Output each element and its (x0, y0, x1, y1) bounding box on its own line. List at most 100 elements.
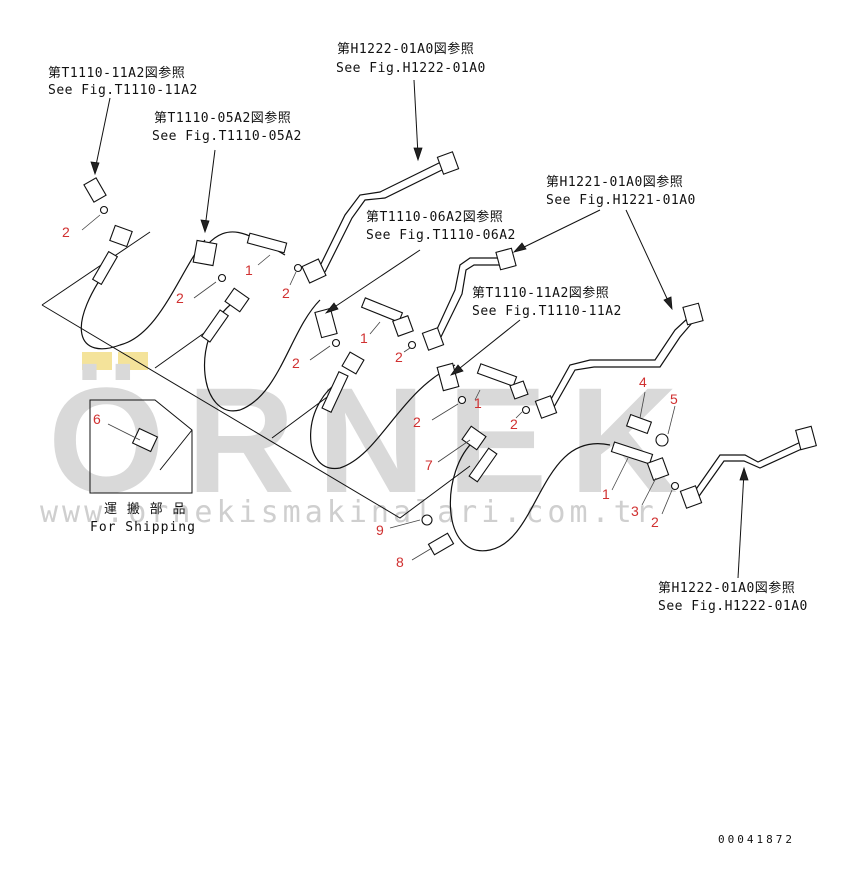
ref-5-en: See Fig.H1221-01A0 (546, 193, 696, 208)
shipping-label-en: For Shipping (90, 520, 196, 535)
o-rings (99, 205, 680, 491)
fitting-3 (301, 258, 327, 284)
ref-6-en: See Fig.T1110-11A2 (472, 304, 622, 319)
leader-1a (257, 254, 271, 266)
o-ring-3 (293, 263, 303, 273)
o-ring-2 (217, 273, 227, 283)
ref-arrow-6 (454, 319, 521, 373)
tube-right-b (549, 322, 693, 415)
callout-1b: 1 (360, 330, 368, 346)
hose-sleeve-3 (200, 309, 230, 343)
leader-1d (611, 457, 629, 491)
ref-arrowhead-6 (449, 364, 464, 376)
fitting-17 (646, 457, 670, 481)
fitting-19 (795, 425, 817, 451)
ref-arrowhead-2 (200, 219, 210, 234)
ref-1-en: See Fig.T1110-11A2 (48, 83, 198, 98)
fitting-4 (436, 151, 460, 175)
callout-2b: 2 (176, 290, 184, 306)
callout-2e: 2 (395, 349, 403, 365)
ref-1-jp: 第T1110-11A2図参照 (48, 65, 185, 81)
leader-8 (411, 547, 433, 561)
fitting-2 (109, 224, 133, 248)
bracket-1 (192, 239, 218, 267)
leader-2c (289, 271, 297, 286)
leader-2e (403, 347, 411, 353)
ref-2-jp: 第T1110-05A2図参照 (154, 110, 291, 126)
leader-9 (389, 519, 421, 529)
frame-line-top (41, 231, 151, 306)
ref-4-jp: 第T1110-06A2図参照 (366, 209, 503, 225)
callout-2a: 2 (62, 224, 70, 240)
hose-3 (203, 299, 321, 412)
leader-4 (639, 391, 646, 419)
callout-1c: 1 (474, 395, 482, 411)
hose-4 (310, 364, 456, 469)
leader-2a (81, 214, 101, 231)
fitting-8 (421, 327, 445, 351)
hoses (80, 159, 807, 552)
ref-arrow-1 (94, 97, 111, 171)
callout-leaders (81, 214, 676, 561)
leader-1b (369, 321, 381, 335)
leader-3 (641, 477, 657, 506)
fitting-16 (610, 441, 654, 465)
tube-right (544, 317, 689, 411)
callout-2c: 2 (282, 285, 290, 301)
leader-2g (515, 411, 523, 419)
leader-1c (474, 389, 481, 401)
ref-7-en: See Fig.H1222-01A0 (658, 599, 808, 614)
fittings (83, 151, 817, 556)
callout-9: 9 (376, 522, 384, 538)
hose-sleeve-1 (91, 250, 119, 286)
fitting-6 (314, 307, 338, 339)
ref-arrow-5b (625, 209, 671, 306)
watermark-accent-right (118, 352, 148, 370)
callout-1a: 1 (245, 262, 253, 278)
callout-7: 7 (425, 457, 433, 473)
fitting-9 (495, 247, 517, 271)
fitting-14 (682, 302, 704, 326)
callout-4: 4 (639, 374, 647, 390)
drawing-code: 00041872 (718, 833, 795, 846)
callout-2h: 2 (651, 514, 659, 530)
tube-lower-right (691, 439, 806, 496)
fitting-1 (83, 177, 107, 203)
fitting-13 (534, 395, 558, 419)
hose-sleeve-7 (468, 447, 498, 483)
leader-6 (107, 423, 141, 441)
ref-arrowhead-3 (413, 147, 423, 162)
hose-sleeve-4 (360, 297, 404, 323)
fitting-7 (392, 315, 414, 337)
ref-arrow-4 (329, 249, 421, 311)
hose-sleeve-5 (321, 371, 349, 413)
tube-mid-b (437, 264, 505, 344)
leader-2f (431, 403, 459, 421)
callout-2g: 2 (510, 416, 518, 432)
o-ring-8 (670, 481, 680, 491)
watermark-accent-left (82, 352, 112, 370)
o-ring-5 (407, 340, 417, 350)
fitting-18 (679, 485, 703, 509)
leader-5 (667, 405, 676, 435)
watermark-url: www.ornekismakinalari.com.tr (40, 495, 658, 530)
washer-5 (655, 433, 669, 447)
ref-4-en: See Fig.T1110-06A2 (366, 228, 516, 243)
reference-labels: 第T1110-11A2図参照 See Fig.T1110-11A2 第T1110… (48, 41, 808, 614)
o-ring-4 (331, 338, 341, 348)
reference-arrows (90, 79, 749, 579)
hose-sleeve-2 (246, 232, 288, 254)
ref-arrowhead-5b (663, 296, 673, 311)
ref-arrowhead-1 (90, 161, 100, 176)
callout-8: 8 (396, 554, 404, 570)
ref-5-jp: 第H1221-01A0図参照 (546, 174, 683, 190)
shipping-box-outline (89, 399, 193, 494)
washer-9 (421, 514, 433, 526)
ref-arrow-3 (413, 79, 419, 156)
fitting-11 (436, 362, 460, 392)
callout-numbers: 2 1 2 2 1 2 2 1 2 2 1 2 4 5 3 6 7 9 8 1 … (62, 224, 678, 570)
hose-sleeve-6 (476, 363, 518, 387)
callout-2d: 2 (292, 355, 300, 371)
o-ring-7 (521, 405, 531, 415)
